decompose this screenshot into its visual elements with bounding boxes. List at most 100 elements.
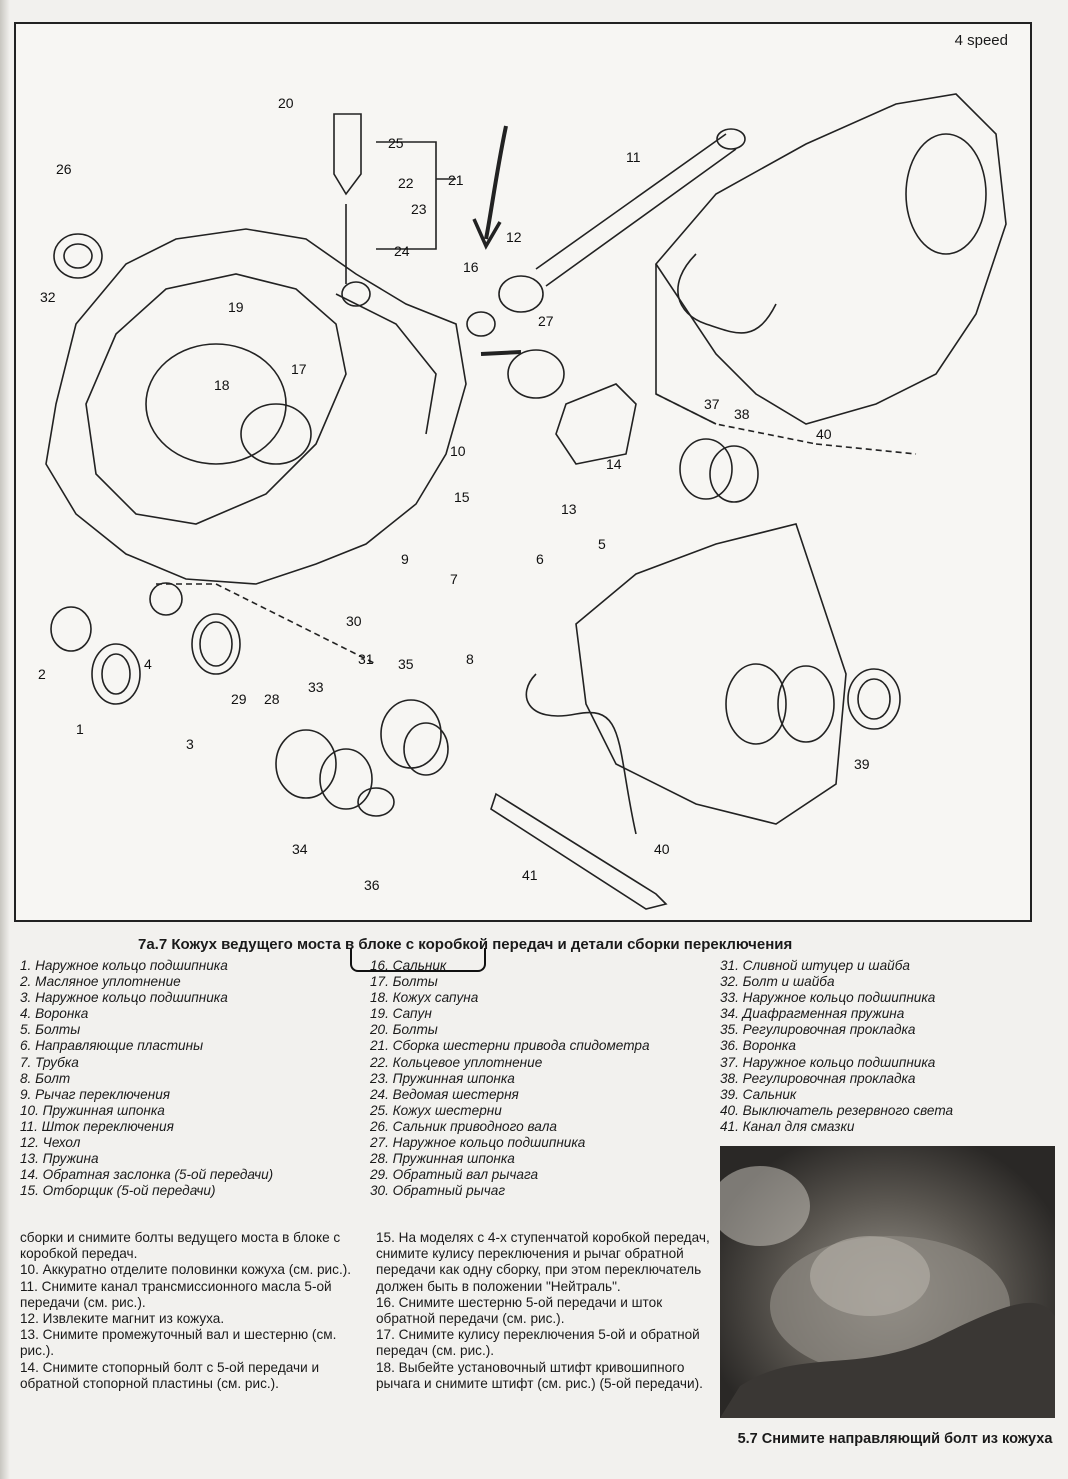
parts-list-item: 36. Воронка <box>720 1038 796 1054</box>
parts-list-item: 41. Канал для смазки <box>720 1118 855 1134</box>
callout-32: 32 <box>40 289 56 305</box>
callout-31: 31 <box>358 651 374 667</box>
callout-40-top: 40 <box>816 426 832 442</box>
photo-caption: 5.7 Снимите направляющий болт из кожуха <box>737 1431 1053 1447</box>
parts-list-item: 39. Сальник <box>720 1086 797 1102</box>
parts-list-item: 1. Наружное кольцо подшипника <box>20 958 228 973</box>
callout-12: 12 <box>506 229 522 245</box>
parts-list-item: 4. Воронка <box>20 1006 89 1022</box>
parts-list-item: 5. Болты <box>20 1022 81 1038</box>
parts-list-item: 30. Обратный рычаг <box>370 1183 506 1199</box>
parts-list-item: 11. Шток переключения <box>20 1118 174 1134</box>
parts-list-item: 37. Наружное кольцо подшипника <box>720 1054 936 1070</box>
parts-list-item: 27. Наружное кольцо подшипника <box>370 1135 586 1151</box>
parts-list-item: 17. Болты <box>370 974 438 990</box>
callout-18: 18 <box>214 377 230 393</box>
body-text-left: сборки и снимите болты ведущего моста в … <box>20 1230 355 1392</box>
parts-list-item: 32. Болт и шайба <box>720 974 835 990</box>
callout-37: 37 <box>704 396 720 412</box>
callout-22: 22 <box>398 175 414 191</box>
photo-5-7 <box>720 1146 1055 1418</box>
callout-3: 3 <box>186 736 194 752</box>
callout-27: 27 <box>538 313 554 329</box>
parts-list-item: 35. Регулировочная прокладка <box>720 1022 916 1038</box>
callout-35: 35 <box>398 656 414 672</box>
callout-40-bottom: 40 <box>654 841 670 857</box>
parts-list-item: 15. Отборщик (5-ой передачи) <box>20 1183 216 1199</box>
parts-list-item: 3. Наружное кольцо подшипника <box>20 990 228 1006</box>
callout-11: 11 <box>626 149 641 165</box>
callout-39: 39 <box>854 756 870 772</box>
parts-list-item: 22. Кольцевое уплотнение <box>370 1054 543 1070</box>
callout-41: 41 <box>522 867 538 883</box>
callout-15: 15 <box>454 489 470 505</box>
speed-label: 4 speed <box>954 32 1008 49</box>
callout-9: 9 <box>401 551 409 567</box>
parts-list-item: 28. Пружинная шпонка <box>370 1151 515 1167</box>
parts-list-item: 10. Пружинная шпонка <box>20 1102 165 1118</box>
parts-list-item: 6. Направляющие пластины <box>20 1038 204 1054</box>
parts-list-item: 24. Ведомая шестерня <box>370 1086 519 1102</box>
callout-14: 14 <box>606 456 622 472</box>
parts-list-item: 38. Регулировочная прокладка <box>720 1070 916 1086</box>
body-paragraph: сборки и снимите болты ведущего моста в … <box>20 1230 341 1262</box>
body-paragraph: 12. Извлеките магнит из кожуха. <box>20 1311 225 1327</box>
body-paragraph: 16. Снимите шестерню 5-ой передачи и што… <box>376 1294 663 1327</box>
callout-30: 30 <box>346 613 362 629</box>
callout-38: 38 <box>734 406 750 422</box>
callout-1: 1 <box>76 721 84 737</box>
page-edge-shadow <box>0 0 10 1479</box>
callout-16: 16 <box>463 259 479 275</box>
parts-list-item: 8. Болт <box>20 1070 71 1086</box>
parts-list-item: 18. Кожух сапуна <box>370 990 479 1006</box>
callout-28: 28 <box>264 691 280 707</box>
callout-17: 17 <box>291 361 307 377</box>
callout-25: 25 <box>388 135 404 151</box>
callout-24: 24 <box>394 243 410 259</box>
figure-caption: 7а.7 Кожух ведущего моста в блоке с коро… <box>138 936 793 953</box>
callout-23: 23 <box>411 201 427 217</box>
body-paragraph: 17. Снимите кулису переключения 5-ой и о… <box>376 1327 700 1359</box>
parts-list-item: 31. Сливной штуцер и шайба <box>720 958 910 973</box>
parts-list-item: 12. Чехол <box>20 1135 81 1151</box>
parts-list-item: 34. Диафрагменная пружина <box>720 1006 905 1022</box>
callout-19: 19 <box>228 299 244 315</box>
hand-drawn-underline <box>350 948 486 972</box>
callout-8: 8 <box>466 651 474 667</box>
parts-list-item: 23. Пружинная шпонка <box>370 1070 515 1086</box>
parts-list-item: 26. Сальник приводного вала <box>370 1118 557 1134</box>
parts-list-item: 16. Сальник <box>370 958 447 973</box>
body-text-right: 15. На моделях с 4-х ступенчатой коробко… <box>376 1230 711 1392</box>
parts-list-item: 13. Пружина <box>20 1151 99 1167</box>
callout-5: 5 <box>598 536 606 552</box>
exploded-diagram: 4 speed <box>14 22 1032 922</box>
callout-10: 10 <box>450 443 466 459</box>
parts-list-item: 25. Кожух шестерни <box>370 1102 502 1118</box>
callout-2: 2 <box>38 666 46 682</box>
callout-6: 6 <box>536 551 544 567</box>
parts-list-item: 19. Сапун <box>370 1006 432 1022</box>
body-paragraph: 15. На моделях с 4-х ступенчатой коробко… <box>376 1230 710 1294</box>
callout-34: 34 <box>292 841 308 857</box>
callout-29: 29 <box>231 691 247 707</box>
callout-7: 7 <box>450 571 458 587</box>
body-paragraph: 13. Снимите промежуточный вал и шестерню… <box>20 1327 337 1359</box>
diagram-drawing: 1 2 3 4 5 6 7 8 9 10 11 12 13 14 15 16 1… <box>38 93 1007 910</box>
parts-list-item: 29. Обратный вал рычага <box>370 1167 539 1183</box>
parts-list-item: 20. Болты <box>370 1022 438 1038</box>
body-paragraph: 10. Аккуратно отделите половинки кожуха … <box>20 1262 352 1278</box>
callout-36: 36 <box>364 877 380 893</box>
body-paragraph: 14. Снимите стопорный болт с 5-ой переда… <box>20 1359 320 1391</box>
parts-list-item: 40. Выключатель резервного света <box>720 1102 954 1118</box>
callout-20: 20 <box>278 95 294 111</box>
callout-26: 26 <box>56 161 72 177</box>
parts-list-item: 21. Сборка шестерни привода спидометра <box>370 1038 650 1054</box>
parts-list-item: 7. Трубка <box>20 1054 79 1070</box>
parts-list-item: 33. Наружное кольцо подшипника <box>720 990 936 1006</box>
callout-33: 33 <box>308 679 324 695</box>
parts-list-item: 9. Рычаг переключения <box>20 1086 171 1102</box>
callout-21: 21 <box>448 172 464 188</box>
